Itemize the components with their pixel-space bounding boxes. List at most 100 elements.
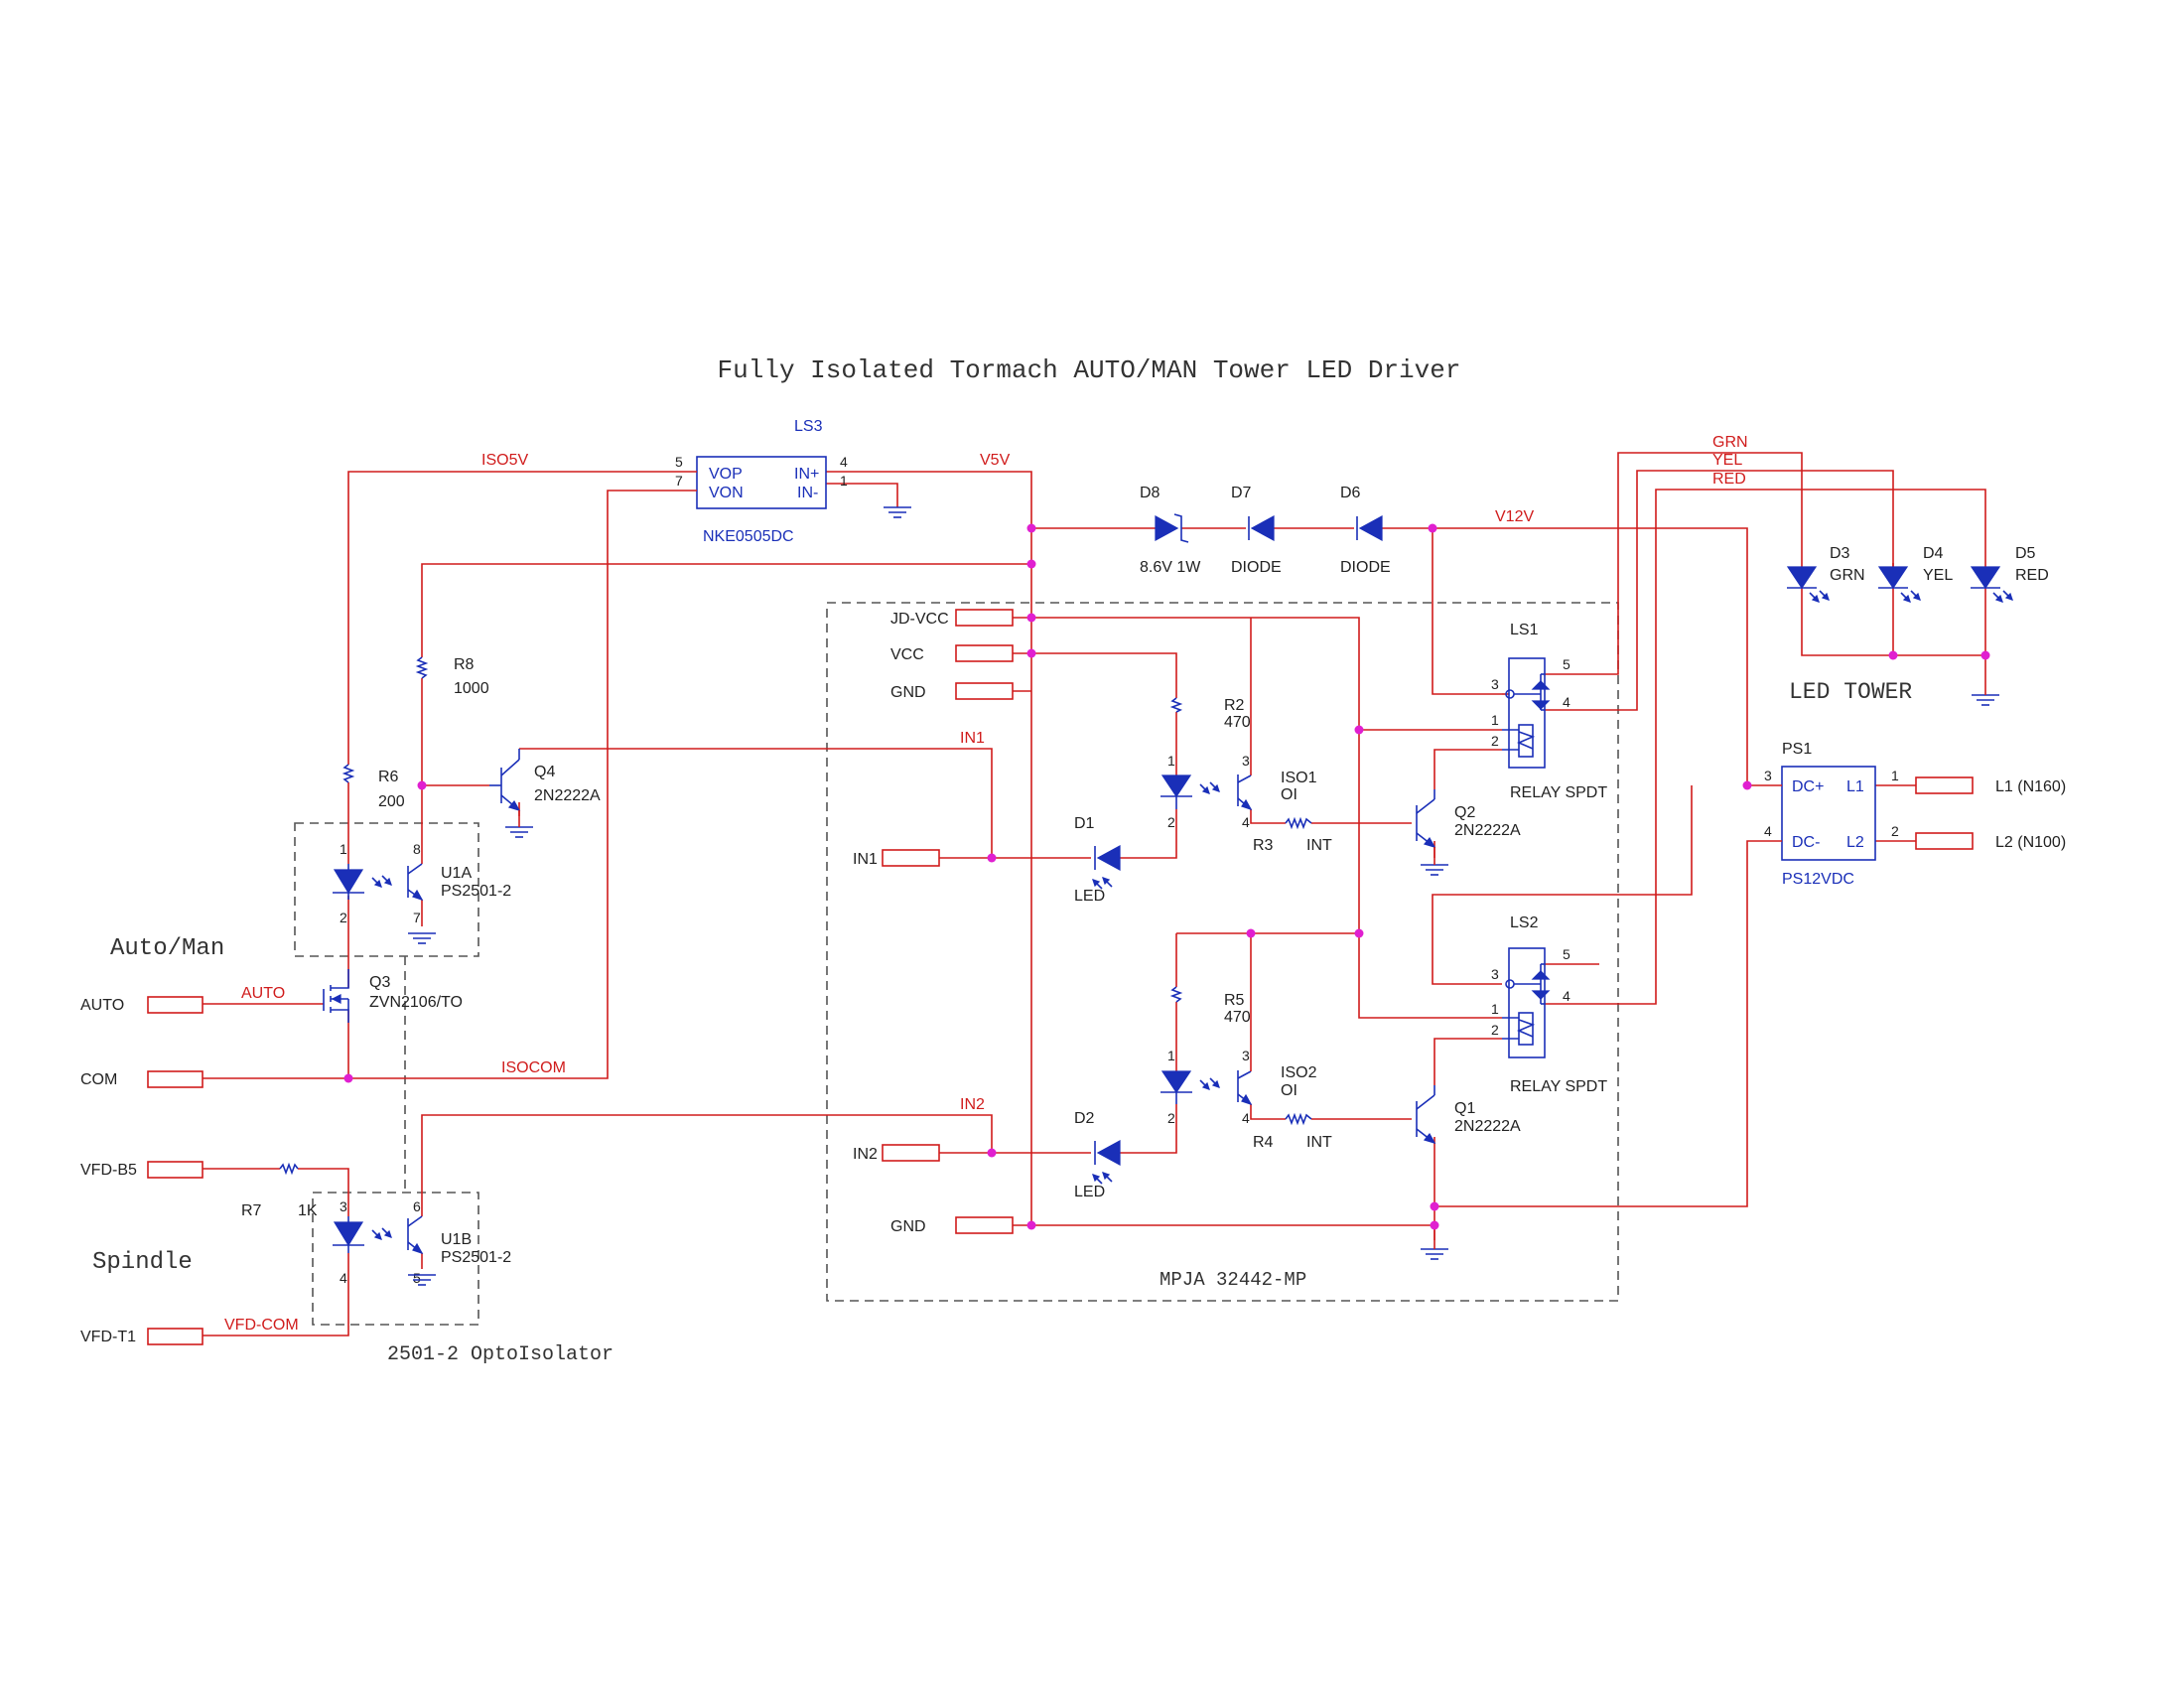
section-label-auto-man: Auto/Man <box>110 935 224 962</box>
svg-text:DIODE: DIODE <box>1340 559 1391 576</box>
connector-jd-vcc[interactable]: JD-VCC <box>890 609 1014 628</box>
svg-text:LED: LED <box>1074 1184 1105 1200</box>
svg-text:LED: LED <box>1074 888 1105 905</box>
svg-text:L2: L2 <box>1846 834 1864 851</box>
connector-l1[interactable]: L1 (N160) <box>1915 776 2066 795</box>
svg-text:4: 4 <box>840 454 848 470</box>
svg-text:3: 3 <box>1491 676 1499 692</box>
net-label-in1: IN1 <box>960 730 985 747</box>
svg-text:5: 5 <box>675 454 683 470</box>
svg-text:GND: GND <box>890 1218 926 1235</box>
svg-text:RELAY SPDT: RELAY SPDT <box>1510 784 1607 801</box>
svg-text:R7: R7 <box>241 1202 262 1219</box>
r6-resistor: R6 200 <box>341 764 405 810</box>
net-label-isocom: ISOCOM <box>501 1059 566 1076</box>
svg-text:IN+: IN+ <box>794 466 819 483</box>
svg-text:3: 3 <box>340 1198 347 1214</box>
svg-text:IN2: IN2 <box>853 1146 878 1163</box>
svg-text:PS1: PS1 <box>1782 741 1812 758</box>
svg-text:R4: R4 <box>1253 1134 1274 1151</box>
d2-indicator-led: D2 LED <box>1074 1110 1121 1200</box>
d8-zener-diode: D8 8.6V 1W <box>1140 485 1201 576</box>
iso2-optocoupler: ISO2 OI 1 2 3 4 <box>1160 1048 1317 1126</box>
svg-text:2N2222A: 2N2222A <box>534 787 601 804</box>
svg-text:VFD-T1: VFD-T1 <box>80 1329 136 1345</box>
q2-ground-symbol <box>1420 864 1449 876</box>
svg-text:200: 200 <box>378 793 405 810</box>
svg-text:D7: D7 <box>1231 485 1252 501</box>
ls2-relay: LS2 RELAY SPDT 3 5 4 1 2 <box>1491 914 1607 1095</box>
svg-text:470: 470 <box>1224 714 1251 731</box>
ls1-relay: LS1 RELAY SPDT 3 5 4 1 2 <box>1491 622 1607 801</box>
section-label-spindle: Spindle <box>92 1249 193 1276</box>
svg-text:D2: D2 <box>1074 1110 1095 1127</box>
connector-l2[interactable]: L2 (N100) <box>1915 832 2066 851</box>
svg-text:1: 1 <box>1891 768 1899 783</box>
svg-text:1K: 1K <box>298 1202 318 1219</box>
d4-yellow-tower-led: D4 YEL <box>1877 545 1953 603</box>
connector-vfd-b5[interactable]: VFD-B5 <box>80 1161 204 1179</box>
connector-vcc[interactable]: VCC <box>890 644 1014 663</box>
net-label-iso5v: ISO5V <box>481 452 528 469</box>
svg-text:COM: COM <box>80 1071 117 1088</box>
r4-resistor: R4 INT <box>1253 1112 1332 1151</box>
junctions <box>343 523 1990 1230</box>
ls3-ground-symbol <box>883 506 912 518</box>
svg-text:DC-: DC- <box>1792 834 1820 851</box>
svg-text:Q4: Q4 <box>534 764 555 780</box>
svg-text:8.6V 1W: 8.6V 1W <box>1140 559 1201 576</box>
svg-text:ISO2: ISO2 <box>1281 1064 1317 1081</box>
svg-text:DIODE: DIODE <box>1231 559 1282 576</box>
svg-text:GND: GND <box>890 684 926 701</box>
svg-text:VOP: VOP <box>709 466 743 483</box>
svg-text:5: 5 <box>413 1270 421 1286</box>
q2-transistor: Q2 2N2222A <box>1416 789 1521 848</box>
svg-text:3: 3 <box>1242 753 1250 769</box>
svg-text:4: 4 <box>340 1270 347 1286</box>
svg-text:YEL: YEL <box>1923 567 1953 584</box>
section-label-optoisolator: 2501-2 OptoIsolator <box>387 1343 614 1366</box>
svg-text:L2 (N100): L2 (N100) <box>1995 834 2066 851</box>
svg-text:4: 4 <box>1764 823 1772 839</box>
connector-gnd-2[interactable]: GND <box>890 1216 1014 1235</box>
connector-com[interactable]: COM <box>80 1070 204 1088</box>
svg-text:U1B: U1B <box>441 1231 472 1248</box>
d5-red-tower-led: D5 RED <box>1970 545 2049 603</box>
r8-resistor: R8 1000 <box>415 656 489 697</box>
svg-text:7: 7 <box>675 473 683 489</box>
svg-text:VCC: VCC <box>890 646 924 663</box>
net-label-auto: AUTO <box>241 985 285 1002</box>
svg-text:4: 4 <box>1563 694 1570 710</box>
svg-text:3: 3 <box>1764 768 1772 783</box>
svg-text:1: 1 <box>1167 1048 1175 1063</box>
r5-resistor: R5 470 <box>1169 986 1251 1026</box>
svg-text:ZVN2106/TO: ZVN2106/TO <box>369 994 463 1011</box>
svg-text:2: 2 <box>1491 1022 1499 1038</box>
svg-text:OI: OI <box>1281 1082 1297 1099</box>
svg-text:INT: INT <box>1306 837 1332 854</box>
svg-text:LS1: LS1 <box>1510 622 1539 638</box>
svg-text:IN-: IN- <box>797 485 818 501</box>
svg-text:D3: D3 <box>1830 545 1850 562</box>
tower-ground-symbol <box>1971 694 2000 706</box>
svg-text:AUTO: AUTO <box>80 997 124 1014</box>
svg-text:Q3: Q3 <box>369 974 390 991</box>
r7-resistor: R7 1K <box>241 1162 318 1219</box>
connector-in2[interactable]: IN2 <box>853 1144 940 1163</box>
svg-text:3: 3 <box>1242 1048 1250 1063</box>
svg-text:470: 470 <box>1224 1009 1251 1026</box>
connector-auto[interactable]: AUTO <box>80 996 204 1014</box>
connector-vfd-t1[interactable]: VFD-T1 <box>80 1328 204 1345</box>
svg-text:GRN: GRN <box>1830 567 1865 584</box>
q4-transistor: Q4 2N2222A <box>489 749 601 811</box>
connector-in1[interactable]: IN1 <box>853 849 940 868</box>
q3-mosfet: Q3 ZVN2106/TO <box>323 969 463 1023</box>
svg-text:IN1: IN1 <box>853 851 878 868</box>
d6-diode: D6 DIODE <box>1340 485 1391 576</box>
net-label-v12v: V12V <box>1495 508 1534 525</box>
svg-text:L1: L1 <box>1846 778 1864 795</box>
connector-gnd[interactable]: GND <box>890 682 1014 701</box>
net-label-v5v: V5V <box>980 452 1011 469</box>
svg-text:L1 (N160): L1 (N160) <box>1995 778 2066 795</box>
